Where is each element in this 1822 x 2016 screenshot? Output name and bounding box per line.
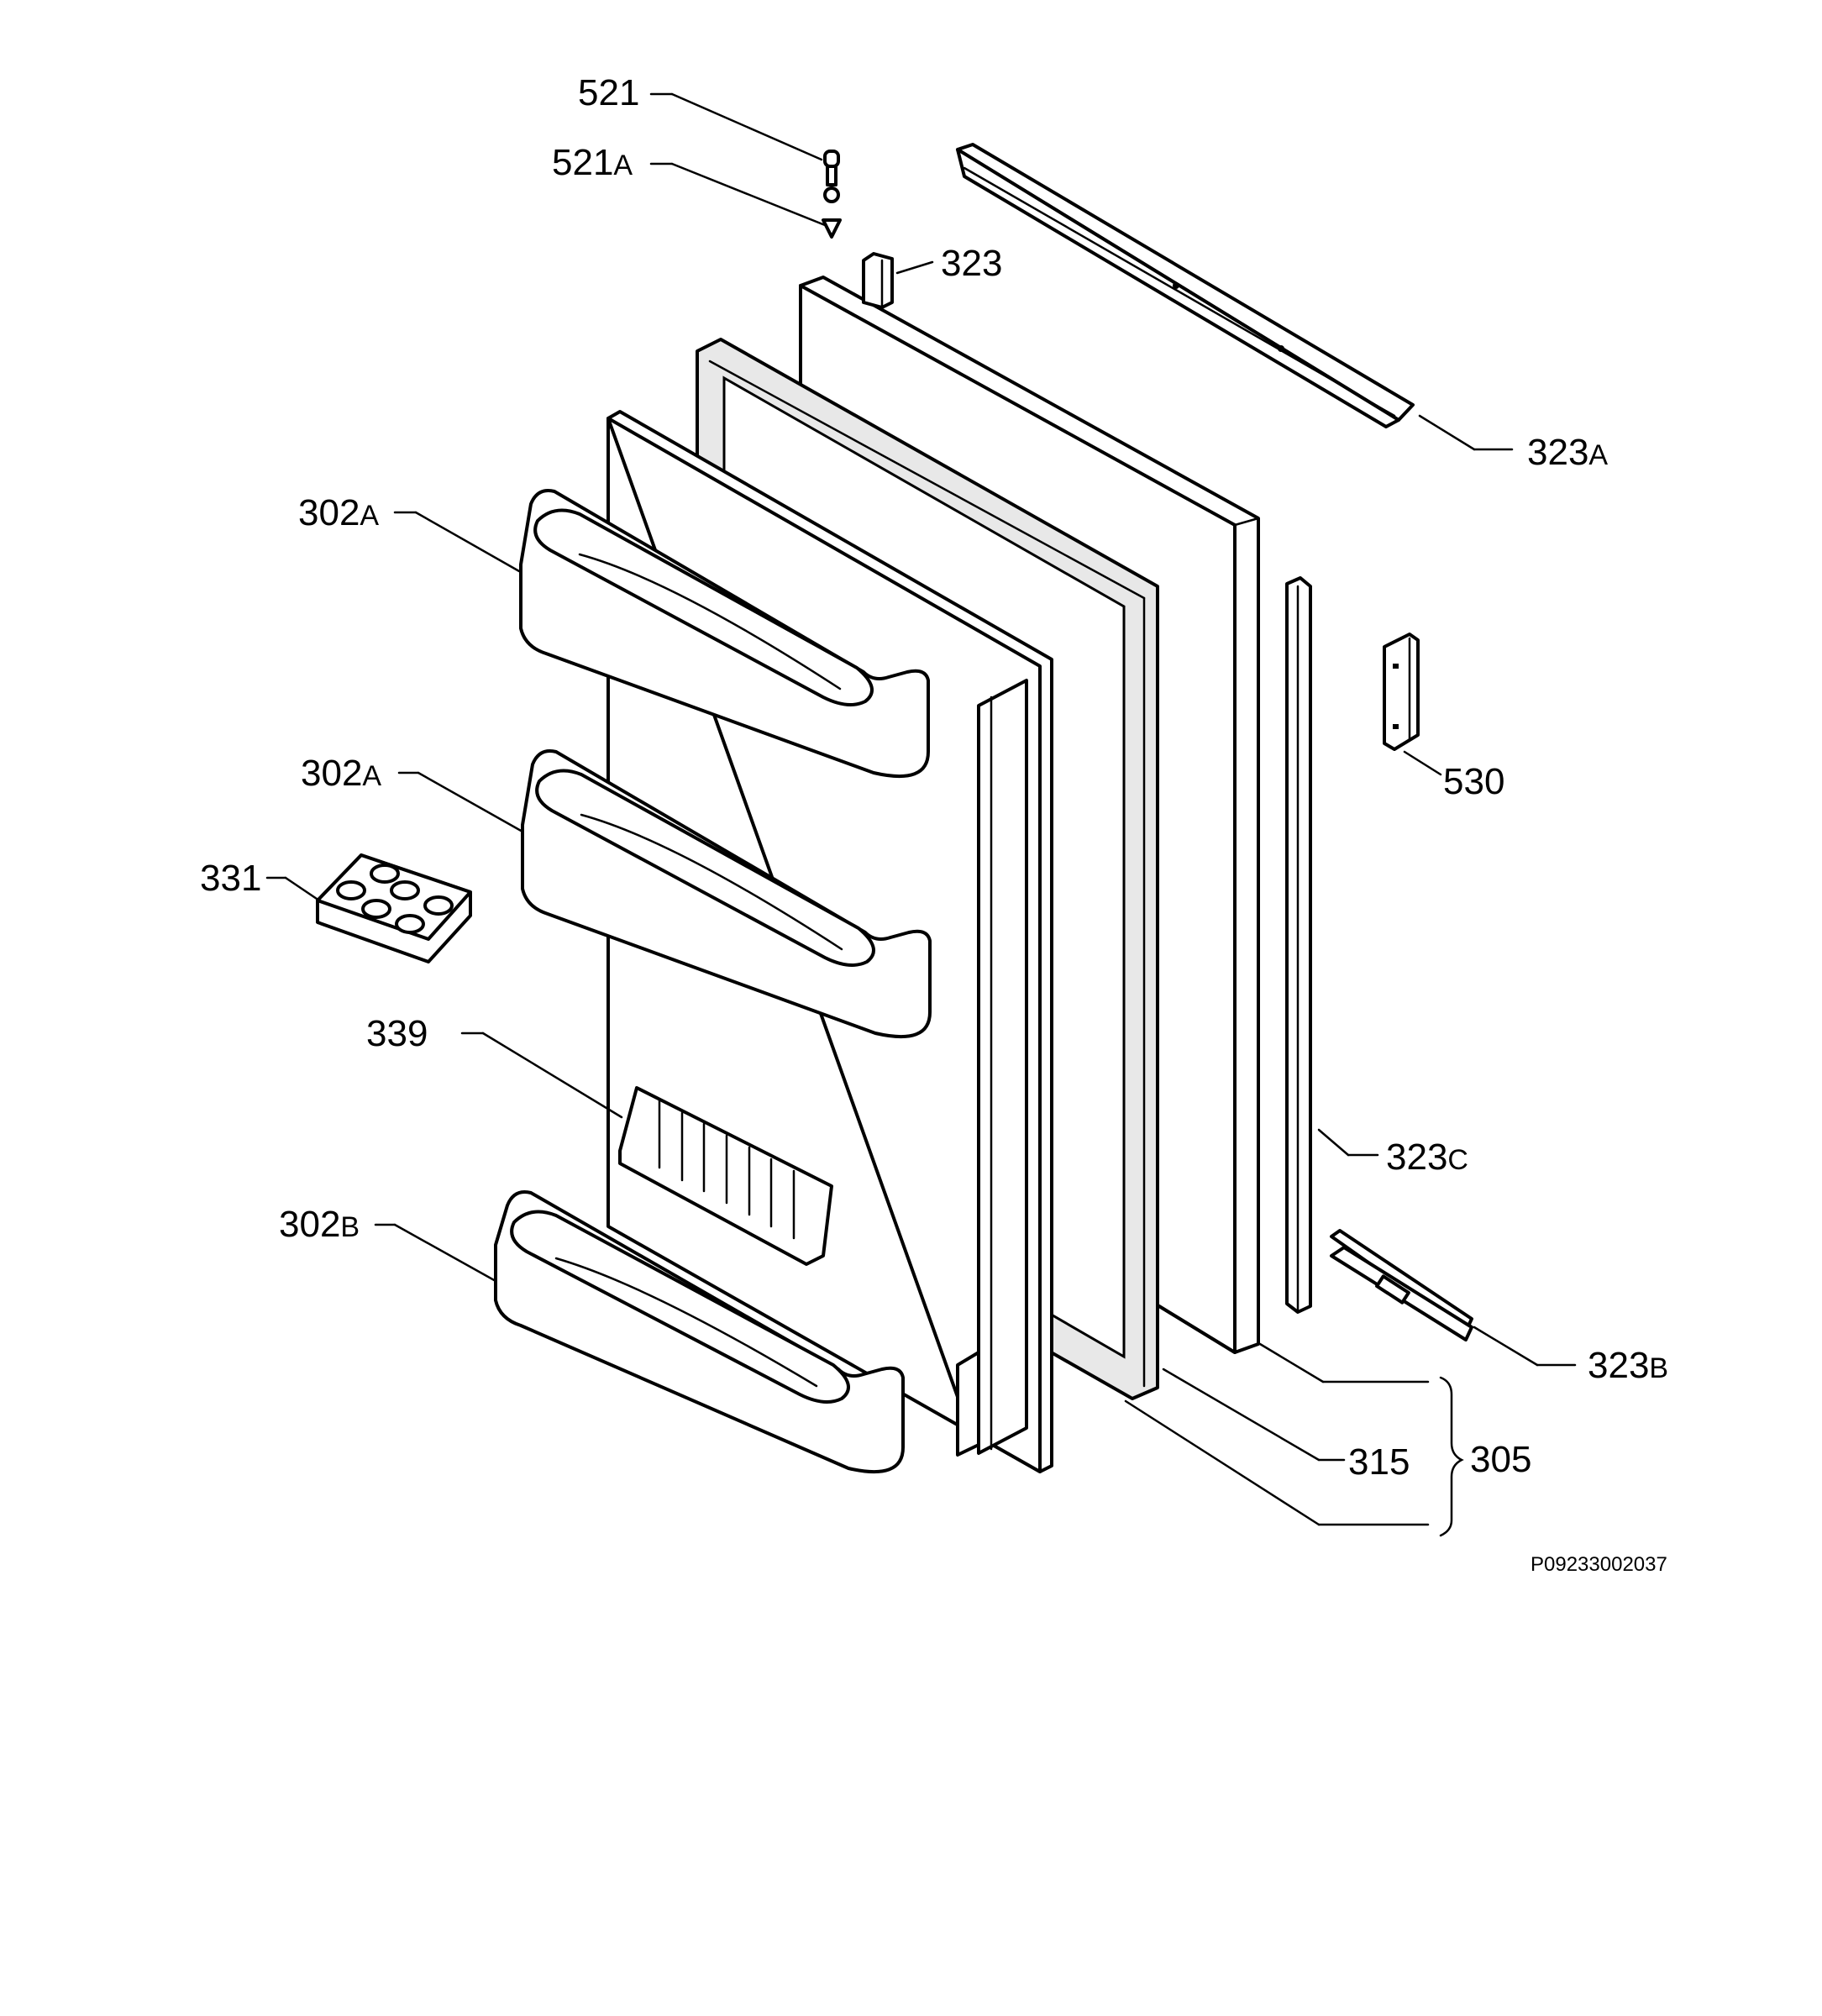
label-315: 315 xyxy=(1348,1441,1410,1483)
label-331: 331 xyxy=(200,858,261,899)
leader-lines xyxy=(265,92,1577,1537)
bottle-guard-part xyxy=(618,1086,833,1266)
label-305: 305 xyxy=(1470,1439,1531,1480)
label-521A: 521A xyxy=(552,142,633,183)
door-shelf-bottom xyxy=(494,1190,905,1474)
label-323: 323 xyxy=(941,243,1002,284)
label-530: 530 xyxy=(1443,761,1504,802)
label-302B: 302B xyxy=(279,1204,360,1245)
vertical-rail-part xyxy=(1285,576,1312,1314)
top-rail-part xyxy=(956,143,1415,428)
label-339: 339 xyxy=(366,1013,428,1054)
label-323A: 323A xyxy=(1527,432,1608,473)
label-323C: 323C xyxy=(1386,1137,1468,1178)
label-302A-top: 302A xyxy=(298,492,379,533)
label-521: 521 xyxy=(578,72,639,113)
hinge-pin-part xyxy=(862,252,894,309)
label-323B: 323B xyxy=(1588,1345,1668,1386)
bottom-rail-part xyxy=(1330,1229,1473,1341)
door-shelf-top xyxy=(519,489,930,779)
callout-labels: 521 521A 323 323A 302A 302A 331 530 339 … xyxy=(200,72,1668,1576)
egg-tray-part xyxy=(316,853,472,963)
diagram-reference-code: P09233002037 xyxy=(1531,1553,1667,1576)
label-302A-middle: 302A xyxy=(301,753,381,794)
hinge-screw-part xyxy=(822,150,842,239)
bracket-part xyxy=(1383,633,1420,751)
door-shelf-middle xyxy=(521,749,932,1039)
